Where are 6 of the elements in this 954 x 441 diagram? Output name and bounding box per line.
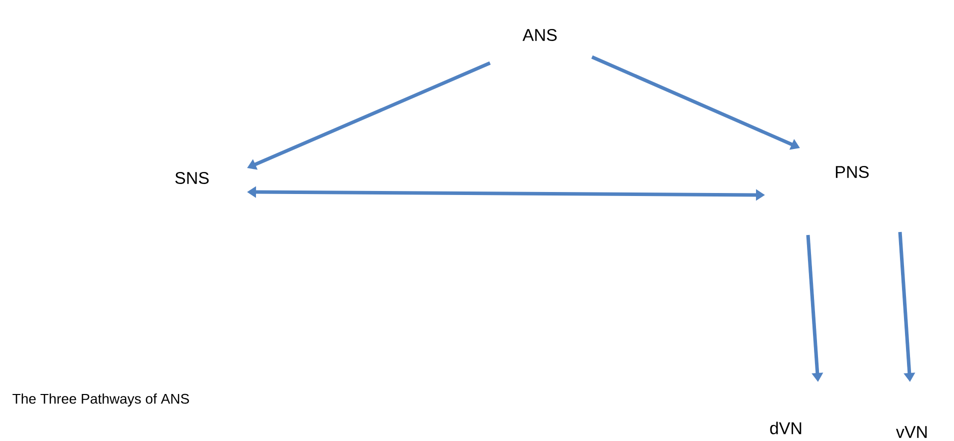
node-label: PNS bbox=[836, 166, 869, 178]
node-label: SNS bbox=[175, 172, 209, 184]
node-label: dVN bbox=[770, 422, 802, 434]
node-label: vVN bbox=[896, 426, 927, 438]
node-label: ANS bbox=[522, 28, 557, 42]
caption: The Three Pathways of ANS bbox=[12, 393, 189, 406]
